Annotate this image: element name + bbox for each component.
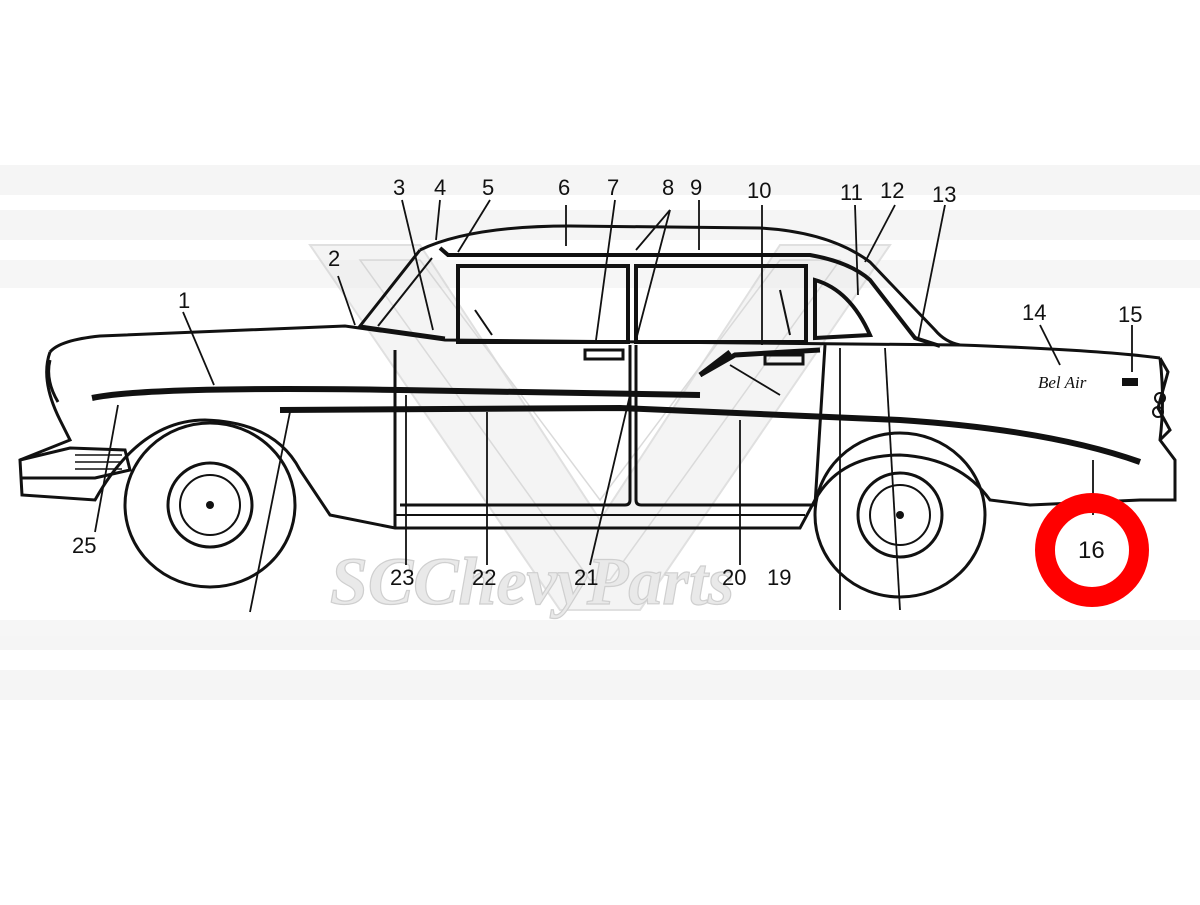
callout-labels: 1 2 3 4 5 6 7 8 9 10 11 12 13 14 15 19 2…	[72, 175, 1142, 590]
callout-12: 12	[880, 178, 904, 203]
callout-1: 1	[178, 288, 190, 313]
callout-11: 11	[840, 180, 863, 205]
callout-19: 19	[767, 565, 791, 590]
callout-6: 6	[558, 175, 570, 200]
watermark-logo	[308, 244, 892, 611]
callout-3: 3	[393, 175, 405, 200]
leader-lines	[94, 199, 1133, 613]
callout-23: 23	[390, 565, 414, 590]
callout-4: 4	[434, 175, 446, 200]
callout-22: 22	[472, 565, 496, 590]
callout-13: 13	[932, 182, 956, 207]
callout-2: 2	[328, 246, 340, 271]
watermark-text: SCChevyParts	[330, 543, 734, 619]
callout-20: 20	[722, 565, 746, 590]
callout-15: 15	[1118, 302, 1142, 327]
car-outline	[18, 224, 1177, 530]
callout-8: 8	[662, 175, 674, 200]
front-wheel	[123, 421, 297, 589]
highlight-ring	[1035, 493, 1149, 607]
crest-emblem	[1122, 378, 1138, 386]
callout-10: 10	[747, 178, 771, 203]
callout-14: 14	[1022, 300, 1046, 325]
callout-25: 25	[72, 533, 96, 558]
callout-9: 9	[690, 175, 702, 200]
highlight-marker-16: 16	[1035, 493, 1149, 607]
callout-5: 5	[482, 175, 494, 200]
callout-16-highlighted: 16	[1078, 537, 1105, 564]
callout-21: 21	[574, 565, 598, 590]
belair-script-badge: Bel Air	[1038, 373, 1087, 392]
callout-7: 7	[607, 175, 619, 200]
